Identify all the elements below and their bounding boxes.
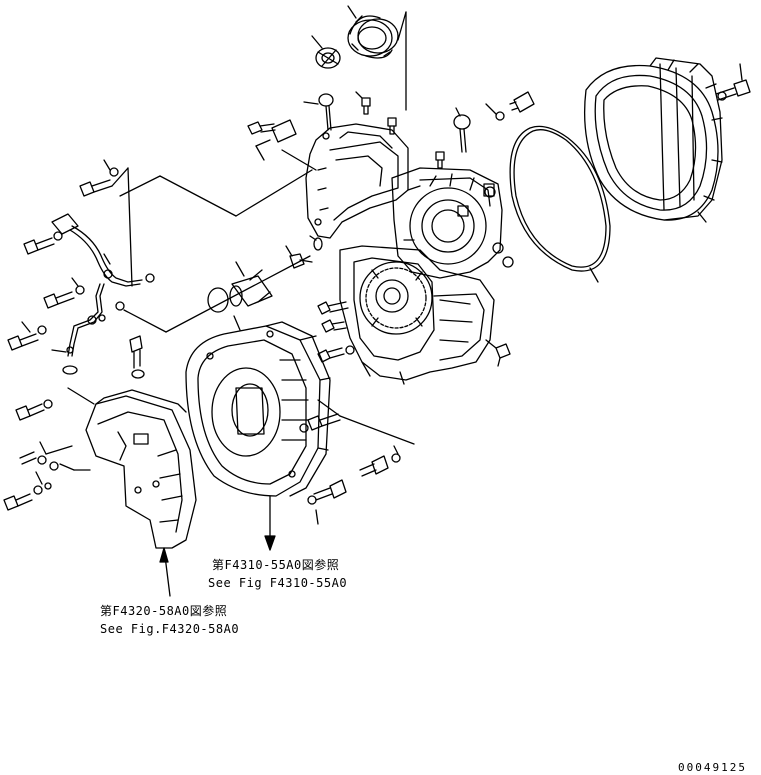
oil-pipe-part: [66, 225, 143, 357]
bolt-part: [321, 319, 347, 333]
washer-part: [19, 451, 75, 471]
leader-line: [281, 149, 317, 171]
leader-line: [67, 387, 95, 405]
bolt-part: [3, 482, 52, 511]
tag-plate-part: [271, 119, 297, 143]
bolt-part: [359, 453, 401, 477]
bolt-part: [495, 91, 535, 121]
washer-part: [115, 301, 125, 311]
leader-line: [697, 211, 707, 223]
bolt-part: [307, 479, 347, 505]
leader-line: [39, 441, 47, 455]
bolt-part: [299, 413, 341, 433]
bolt-part: [317, 345, 355, 363]
hose-connector-part: [229, 269, 273, 307]
leader-line: [317, 399, 341, 417]
eye-bolt-part: [318, 93, 334, 131]
transfer-cover-part: [85, 389, 197, 549]
leader-line: [355, 91, 363, 99]
leader-line: [455, 107, 461, 117]
arrow-marker: [264, 535, 276, 551]
clip-plate-part: [51, 213, 79, 235]
reference-label-jp: 第F4310-55A0図参照: [212, 558, 340, 572]
leader-line: [255, 145, 265, 161]
plug-part: [495, 343, 511, 367]
leader-line: [71, 277, 79, 287]
reference-label-jp: 第F4320-58A0図参照: [100, 604, 228, 618]
leader-line: [347, 5, 357, 19]
leader-line: [485, 339, 497, 349]
arrow-marker: [159, 547, 169, 563]
leader-line: [309, 235, 317, 241]
leader-line: [397, 11, 407, 41]
bearing-cone-part: [347, 15, 399, 59]
drawing-number: 00049125: [678, 761, 747, 774]
washer-part: [62, 365, 78, 375]
bolt-part: [15, 399, 53, 421]
bolt-part: [317, 301, 349, 315]
leader-line: [51, 349, 67, 353]
leader-line: [235, 169, 313, 217]
leader-line: [127, 167, 133, 287]
leader-line: [123, 309, 167, 333]
leader-line: [103, 253, 111, 265]
eye-bolt-part: [453, 114, 471, 153]
transmission-case-part: [305, 123, 514, 385]
leader-line: [285, 245, 293, 257]
bolt-part: [715, 79, 751, 101]
leader-line: [315, 509, 319, 525]
leader-line: [235, 261, 245, 277]
leader-line: [111, 167, 129, 187]
gasket-part: [509, 125, 611, 272]
reference-label-en: See Fig.F4320-58A0: [100, 622, 240, 636]
leader-line: [393, 445, 399, 455]
leader-line: [165, 255, 311, 333]
leader-line: [311, 35, 323, 49]
lock-ring-part: [315, 47, 341, 69]
bolt-part: [7, 325, 47, 351]
leader-line: [103, 159, 111, 171]
reference-label-en: See Fig F4310-55A0: [208, 576, 348, 590]
bolt-part: [129, 335, 145, 379]
bolt-part: [23, 231, 63, 255]
plug-part: [483, 183, 495, 197]
plug-part: [435, 151, 445, 169]
bolt-part: [247, 121, 276, 135]
leader-line: [303, 101, 319, 105]
bolt-part: [43, 285, 85, 309]
leader-line: [485, 103, 497, 115]
leader-line: [589, 267, 599, 283]
plug-part: [387, 117, 397, 135]
leader-line: [233, 315, 241, 331]
leader-line: [119, 175, 161, 197]
washer-part: [145, 273, 155, 283]
washer-part: [98, 314, 106, 322]
leader-line: [339, 415, 415, 445]
bolt-part: [79, 167, 119, 197]
leader-line: [21, 321, 31, 333]
o-ring-part: [313, 237, 323, 251]
leader-line: [159, 175, 237, 217]
leader-line: [255, 139, 271, 147]
leader-line: [35, 471, 43, 485]
plug-part: [361, 97, 371, 115]
flywheel-housing-part: [185, 321, 331, 497]
clutch-housing-part: [583, 57, 723, 221]
leader-line: [45, 445, 73, 455]
leader-line: [739, 63, 743, 81]
drive-gear-part: [359, 261, 433, 335]
